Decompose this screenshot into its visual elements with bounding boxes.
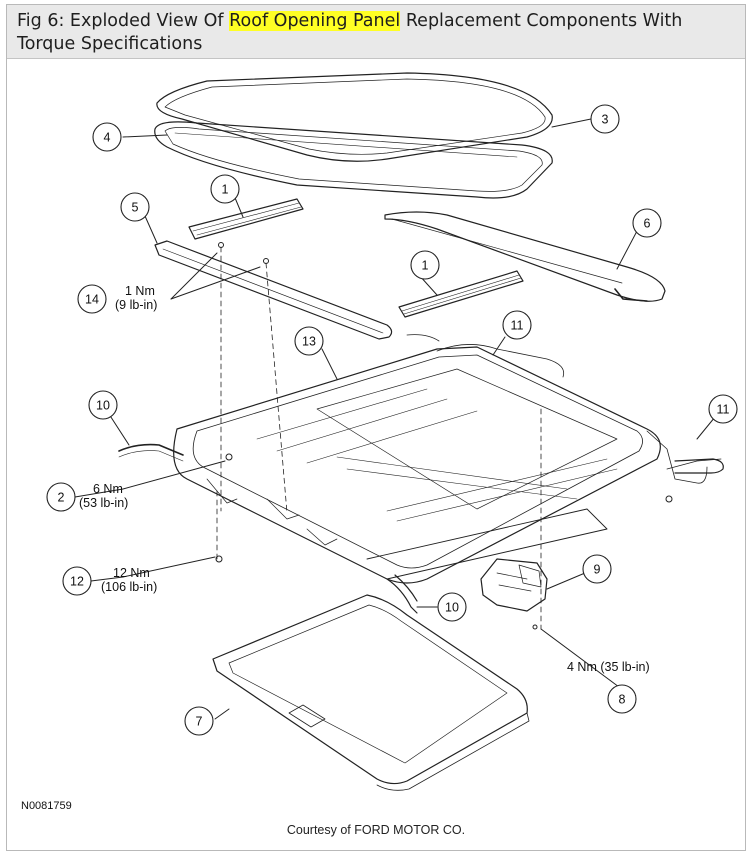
sunshade-panel-part [212,594,530,791]
callout-14-text: 14 [85,293,99,307]
callout-5-text: 5 [132,201,139,215]
callout-1b-text: 1 [422,259,429,273]
title-prefix: Fig 6: Exploded View Of [17,11,230,31]
drain-tube-rear [386,574,418,614]
glass-panel-part [156,72,553,162]
torque-8: 4 Nm (35 lb-in) [567,660,650,674]
callout-11b-text: 11 [717,403,730,417]
torque-specs: 1 Nm (9 lb-in) 6 Nm (53 lb-in) 12 Nm (10… [79,284,650,674]
torque-14-nm: 1 Nm [125,284,155,298]
wind-deflector-strip-left [188,198,304,240]
callout-10a: 10 [88,390,118,420]
callout-1a: 1 [210,174,240,204]
wind-deflector-strip-right [398,270,524,318]
callout-10a-text: 10 [96,399,110,413]
drive-motor-part [480,558,548,612]
callout-1a-text: 1 [222,183,229,197]
callout-10b-text: 10 [445,601,459,615]
callout-13-text: 13 [302,335,316,349]
callout-11a-text: 11 [511,319,524,333]
glass-seal-part [154,121,553,199]
part-number: N0081759 [21,800,72,812]
callout-9: 9 [582,554,612,584]
exploded-diagram: 4 3 1 5 6 1 14 11 13 10 11 2 12 9 10 8 7… [7,59,745,824]
callouts: 4 3 1 5 6 1 14 11 13 10 11 2 12 9 10 8 7 [46,104,738,736]
callout-3-text: 3 [602,113,609,127]
fastener-lines [216,246,542,630]
leader-lines [74,118,716,720]
torque-14-lb: (9 lb-in) [115,298,157,312]
callout-6: 6 [632,208,662,238]
callout-11b: 11 [708,394,738,424]
figure-title: Fig 6: Exploded View Of Roof Opening Pan… [7,5,745,59]
callout-2: 2 [46,482,76,512]
callout-4-text: 4 [104,131,111,145]
callout-2-text: 2 [58,491,65,505]
callout-5: 5 [120,192,150,222]
torque-2-nm: 6 Nm [93,482,123,496]
callout-3: 3 [590,104,620,134]
callout-13: 13 [294,326,324,356]
fasteners [215,242,673,630]
torque-12-lb: (106 lb-in) [101,580,157,594]
diagram-svg: 4 3 1 5 6 1 14 11 13 10 11 2 12 9 10 8 7… [21,72,738,812]
drain-tube-front [118,443,184,462]
callout-6-text: 6 [644,217,651,231]
torque-2-lb: (53 lb-in) [79,496,128,510]
callout-4: 4 [92,122,122,152]
callout-1b: 1 [410,250,440,280]
sunroof-frame-assembly [173,344,722,584]
credit-line: Courtesy of FORD MOTOR CO. [286,823,466,837]
rear-rail-part [384,211,666,302]
figure-frame: Fig 6: Exploded View Of Roof Opening Pan… [6,4,746,851]
callout-11a: 11 [502,310,532,340]
callout-7-text: 7 [196,715,203,729]
callout-8-text: 8 [619,693,626,707]
callout-14: 14 [77,284,107,314]
front-rail-part [154,240,440,342]
callout-12: 12 [62,566,92,596]
title-highlight: Roof Opening Panel [229,11,401,31]
callout-12-text: 12 [70,575,84,589]
callout-7: 7 [184,706,214,736]
callout-8: 8 [607,684,637,714]
drain-tube-right [674,458,724,474]
torque-12-nm: 12 Nm [113,566,150,580]
callout-9-text: 9 [594,563,601,577]
title-suffix: Replacement Components With Torque Speci… [17,11,683,54]
callout-10b: 10 [437,592,467,622]
